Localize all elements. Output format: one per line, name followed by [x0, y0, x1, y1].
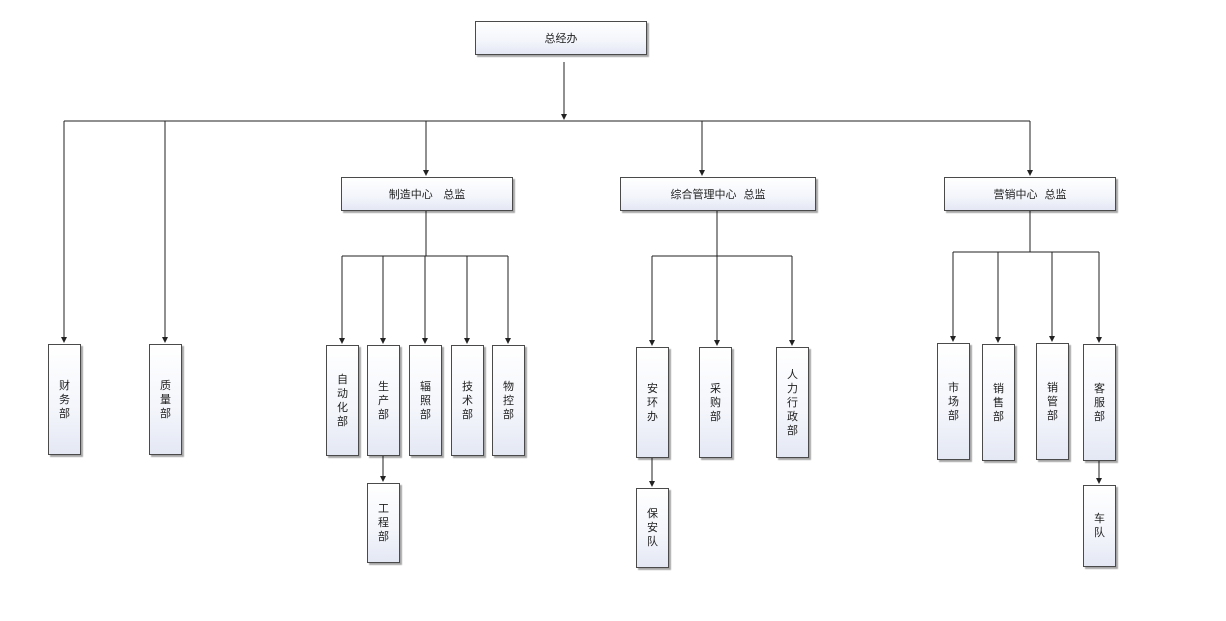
node-kefu: 客服部: [1083, 344, 1116, 461]
node-xiaoguan: 销管部: [1036, 343, 1069, 460]
node-jishu: 技术部: [451, 345, 484, 456]
node-shengchan: 生产部: [367, 345, 400, 456]
node-baoan: 保安队: [636, 488, 669, 568]
node-chedui: 车队: [1083, 485, 1116, 567]
node-renli: 人力行政部: [776, 347, 809, 458]
node-caiwu: 财务部: [48, 344, 81, 455]
node-zhiliang: 质量部: [149, 344, 182, 455]
node-yingxiao: 营销中心 总监: [944, 177, 1116, 211]
node-zhizao: 制造中心 总监: [341, 177, 513, 211]
node-zidonghua: 自动化部: [326, 345, 359, 456]
node-gongcheng: 工程部: [367, 483, 400, 563]
node-anhuan: 安环办: [636, 347, 669, 458]
node-xiaoshou: 销售部: [982, 344, 1015, 461]
node-caigou: 采购部: [699, 347, 732, 458]
node-shichang: 市场部: [937, 343, 970, 460]
node-fuzhao: 辐照部: [409, 345, 442, 456]
node-zongjingban: 总经办: [475, 21, 647, 55]
node-wukong: 物控部: [492, 345, 525, 456]
node-zonghe: 综合管理中心 总监: [620, 177, 816, 211]
